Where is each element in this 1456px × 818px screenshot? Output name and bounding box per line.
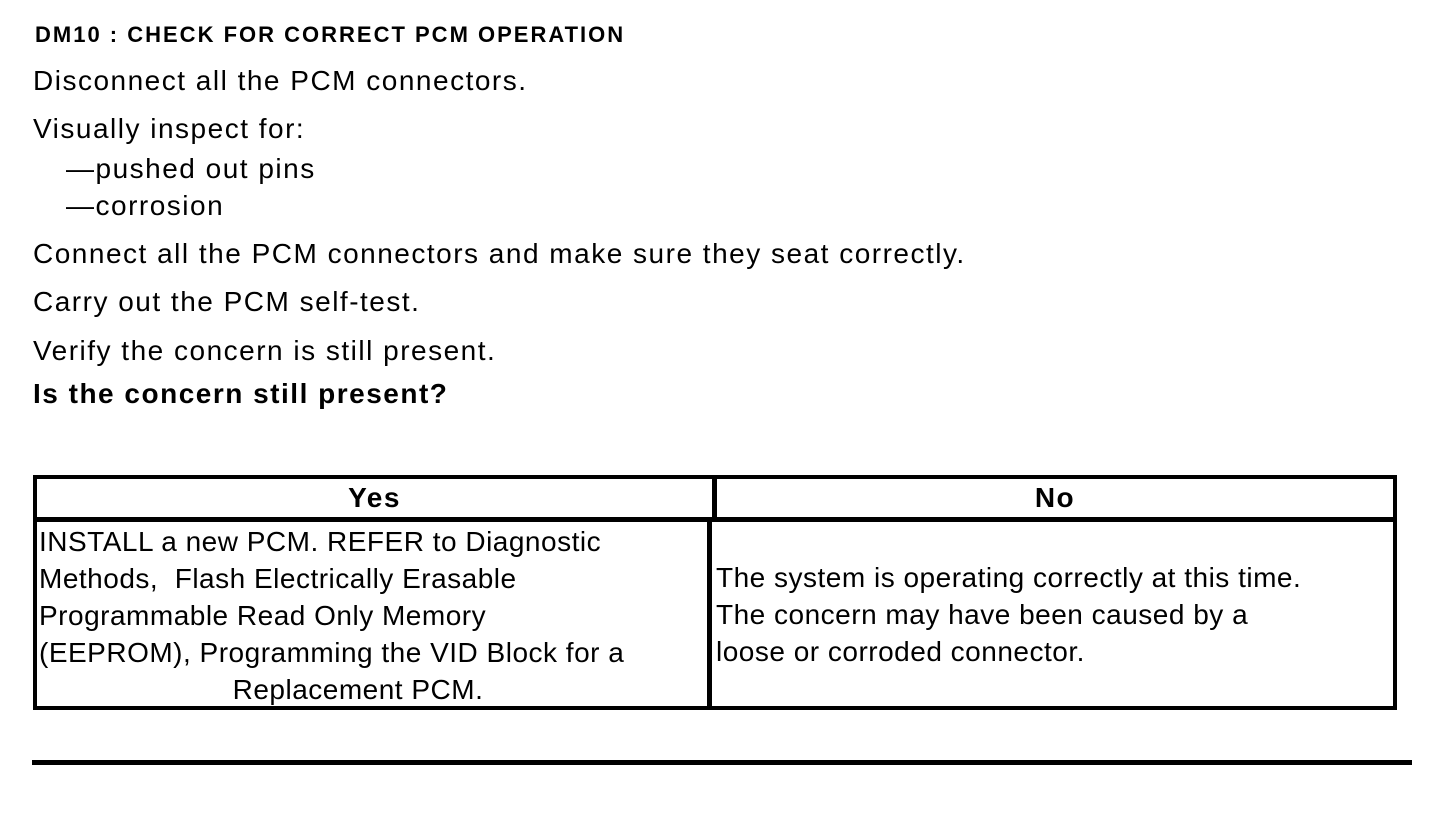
yes-no-decision-table: Yes No INSTALL a new PCM. REFER to Diagn…: [33, 475, 1397, 710]
yes-action-text-last-line: Replacement PCM.: [232, 674, 484, 705]
bottom-divider-rule: [32, 760, 1412, 765]
yes-action-cell: INSTALL a new PCM. REFER to Diagnostic M…: [37, 522, 712, 706]
question-prompt: Is the concern still present?: [33, 378, 449, 409]
table-header-row: Yes No: [37, 479, 1393, 522]
step-inspect: Visually inspect for:: [33, 113, 306, 144]
step-connect: Connect all the PCM connectors and make …: [33, 238, 966, 269]
table-body-row: INSTALL a new PCM. REFER to Diagnostic M…: [37, 522, 1393, 706]
inspect-item-pushed-out-pins: —pushed out pins: [66, 153, 316, 184]
step-verify-concern: Verify the concern is still present.: [33, 335, 497, 366]
yes-column-header: Yes: [37, 479, 717, 517]
no-action-text: The system is operating correctly at thi…: [716, 561, 1302, 667]
inspect-item-corrosion: —corrosion: [66, 190, 225, 221]
step-self-test: Carry out the PCM self-test.: [33, 286, 421, 317]
procedure-title: DM10 : CHECK FOR CORRECT PCM OPERATION: [35, 22, 626, 47]
no-column-header: No: [1034, 482, 1076, 513]
no-action-cell: The system is operating correctly at thi…: [712, 522, 1393, 706]
yes-action-text: INSTALL a new PCM. REFER to Diagnostic M…: [39, 526, 625, 668]
step-disconnect: Disconnect all the PCM connectors.: [33, 65, 528, 96]
